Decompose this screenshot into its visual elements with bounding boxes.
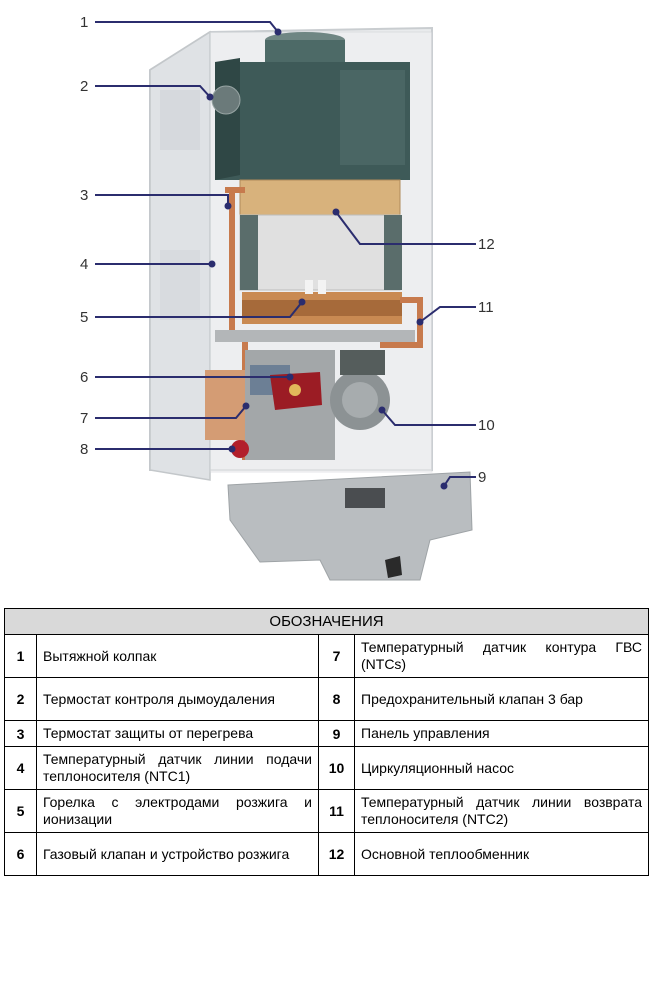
legend-number: 2 xyxy=(4,677,37,721)
legend-title: ОБОЗНАЧЕНИЯ xyxy=(4,608,649,635)
callout-5: 5 xyxy=(80,309,88,326)
legend-text: Температурный датчик линии подачи теплон… xyxy=(36,746,319,790)
callout-numbers: 1 2 3 4 5 6 7 8 9 10 11 12 xyxy=(80,14,495,486)
legend-number: 5 xyxy=(4,789,37,833)
gas-valve xyxy=(270,372,322,410)
flue-hood xyxy=(211,32,410,180)
legend-number: 11 xyxy=(318,789,355,833)
legend-number: 8 xyxy=(318,677,355,721)
callout-3: 3 xyxy=(80,187,88,204)
legend-number: 6 xyxy=(4,832,37,876)
callout-7: 7 xyxy=(80,410,88,427)
legend-row: 6 Газовый клапан и устройство розжига 12… xyxy=(4,832,649,876)
legend-number: 9 xyxy=(318,720,355,747)
callout-1: 1 xyxy=(80,14,88,31)
legend-text: Вытяжной колпак xyxy=(36,634,319,678)
main-heat-exchanger xyxy=(239,179,401,221)
legend-row: 1 Вытяжной колпак 7 Температурный датчик… xyxy=(4,634,649,678)
legend-text: Предохранительный клапан 3 бар xyxy=(354,677,649,721)
legend-text: Панель управления xyxy=(354,720,649,747)
legend-text: Термостат контроля дымоудаления xyxy=(36,677,319,721)
legend-row: 3 Термостат защиты от перегрева 9 Панель… xyxy=(4,720,649,747)
burner xyxy=(242,280,402,324)
boiler-diagram: 1 2 3 4 5 6 7 8 9 10 11 12 xyxy=(80,14,495,581)
callout-2: 2 xyxy=(80,78,88,95)
legend-number: 4 xyxy=(4,746,37,790)
callout-6: 6 xyxy=(80,369,88,386)
leader-lines xyxy=(95,21,476,490)
legend-text: Газовый клапан и устройство розжига xyxy=(36,832,319,876)
callout-12: 12 xyxy=(478,236,495,253)
safety-valve xyxy=(231,440,249,458)
callout-10: 10 xyxy=(478,417,495,434)
callout-8: 8 xyxy=(80,441,88,458)
legend-number: 1 xyxy=(4,634,37,678)
legend-text: Циркуляционный насос xyxy=(354,746,649,790)
legend-text: Температурный датчик контура ГВС (NTCs) xyxy=(354,634,649,678)
legend-text: Температурный датчик линии возврата тепл… xyxy=(354,789,649,833)
legend-row: 4 Температурный датчик линии подачи тепл… xyxy=(4,746,649,790)
legend-number: 3 xyxy=(4,720,37,747)
legend-table: ОБОЗНАЧЕНИЯ 1 Вытяжной колпак 7 Температ… xyxy=(4,608,649,876)
legend-text: Термостат защиты от перегрева xyxy=(36,720,319,747)
legend-text: Основной теплообменник xyxy=(354,832,649,876)
control-panel xyxy=(227,471,473,581)
legend-number: 10 xyxy=(318,746,355,790)
legend-row: 5 Горелка с электродами розжига и иониза… xyxy=(4,789,649,833)
combustion-chamber xyxy=(239,214,402,291)
legend-number: 12 xyxy=(318,832,355,876)
legend-row: 2 Термостат контроля дымоудаления 8 Пред… xyxy=(4,677,649,721)
callout-9: 9 xyxy=(478,469,486,486)
legend-text: Горелка с электродами розжига и ионизаци… xyxy=(36,789,319,833)
legend-number: 7 xyxy=(318,634,355,678)
circulating-pump xyxy=(330,350,390,430)
callout-4: 4 xyxy=(80,256,88,273)
callout-11: 11 xyxy=(478,299,494,316)
